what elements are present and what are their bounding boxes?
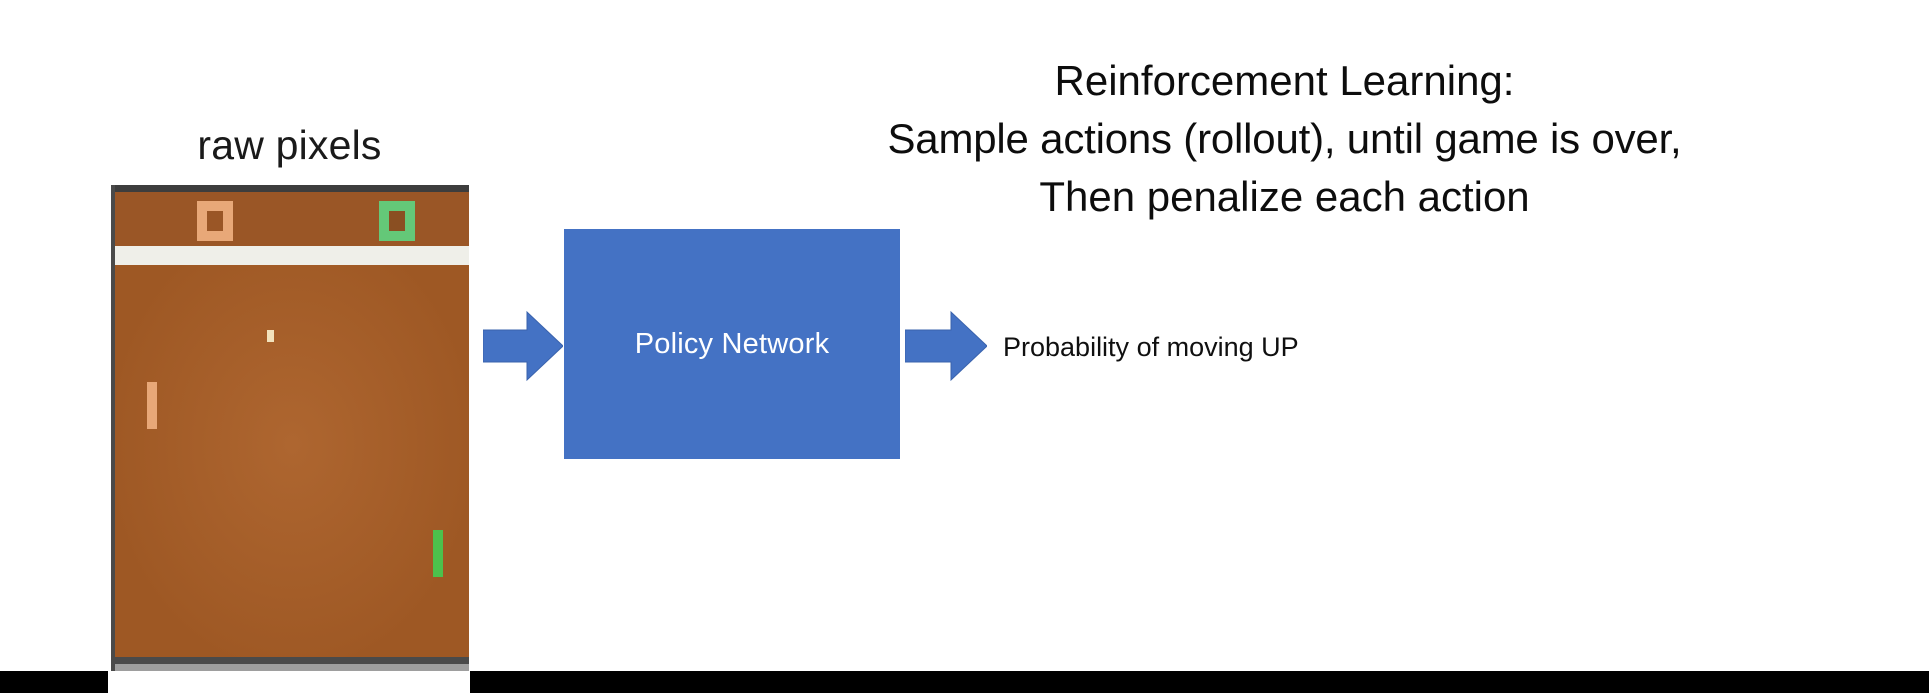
pong-paddle-right — [433, 530, 443, 577]
bottom-bar-left — [0, 671, 108, 693]
heading-line-3: Then penalize each action — [1039, 173, 1530, 220]
input-arrow-icon — [482, 310, 564, 382]
output-probability-label: Probability of moving UP — [1003, 332, 1299, 362]
pong-top-border — [115, 185, 469, 192]
pong-game-screenshot — [111, 185, 469, 671]
pong-score-left-hole — [207, 211, 223, 231]
output-arrow-icon — [904, 310, 988, 382]
page-title: Reinforcement Learning: Sample actions (… — [640, 52, 1929, 226]
pong-score-right — [379, 201, 415, 241]
pong-play-field — [115, 265, 469, 664]
pong-score-left — [197, 201, 233, 241]
pong-score-band — [115, 192, 469, 246]
pong-screen — [115, 192, 469, 664]
pong-paddle-left — [147, 382, 157, 429]
pong-score-right-hole — [389, 211, 405, 231]
bottom-bar-right — [470, 671, 1929, 693]
policy-network-label: Policy Network — [634, 327, 830, 360]
policy-network-box[interactable]: Policy Network — [564, 229, 900, 459]
pong-ball — [267, 330, 274, 342]
pong-divider-line — [115, 246, 469, 265]
heading-line-2: Sample actions (rollout), until game is … — [887, 115, 1682, 162]
pong-bottom-border — [115, 657, 469, 664]
raw-pixels-caption: raw pixels — [197, 122, 382, 168]
heading-line-1: Reinforcement Learning: — [1054, 57, 1515, 104]
